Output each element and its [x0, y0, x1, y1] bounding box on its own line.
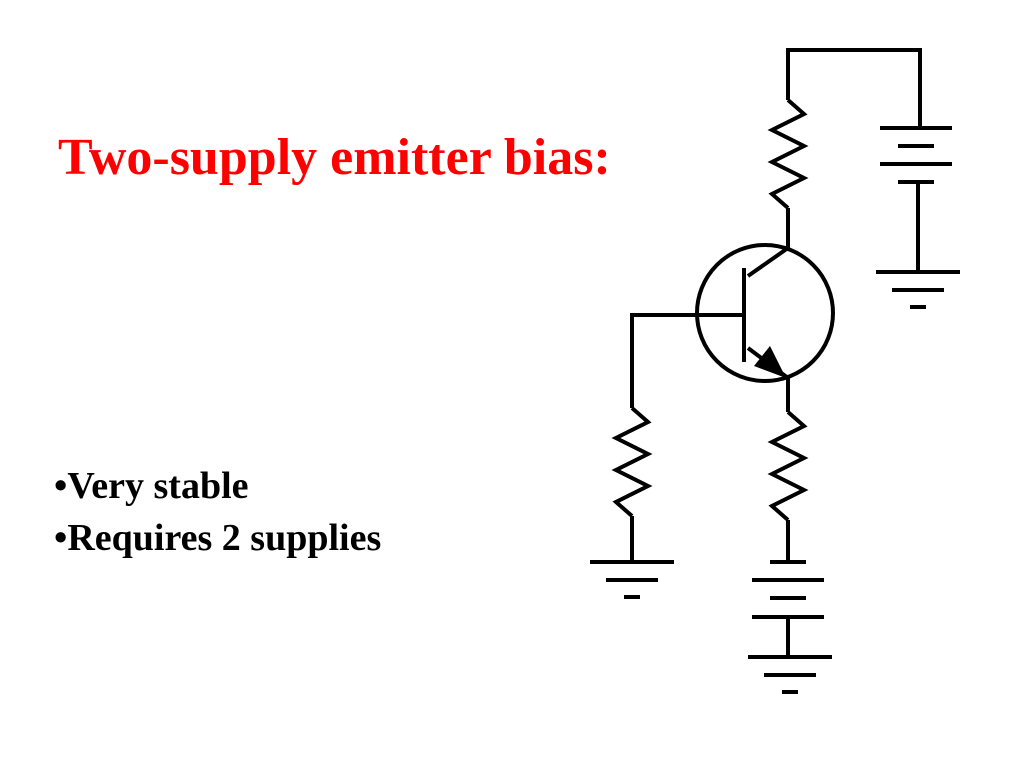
emitter-supply-battery	[752, 560, 824, 619]
bullet-list: Very stable Requires 2 supplies	[54, 460, 381, 564]
ground-symbol-emitter	[748, 655, 832, 694]
collector-resistor	[767, 98, 809, 210]
ground-symbol-base	[590, 560, 674, 599]
ground-symbol-collector	[876, 270, 960, 309]
bullet-requires-supplies: Requires 2 supplies	[54, 512, 381, 564]
slide-title: Two-supply emitter bias:	[58, 129, 611, 186]
collector-supply-wire	[786, 48, 922, 128]
emitter-resistor	[767, 410, 809, 522]
bullet-very-stable: Very stable	[54, 460, 381, 512]
collector-lead	[746, 208, 790, 278]
emitter-arrow-icon	[754, 346, 786, 378]
collector-supply-battery	[880, 126, 952, 184]
base-resistor	[611, 406, 653, 518]
base-wire	[630, 313, 744, 408]
